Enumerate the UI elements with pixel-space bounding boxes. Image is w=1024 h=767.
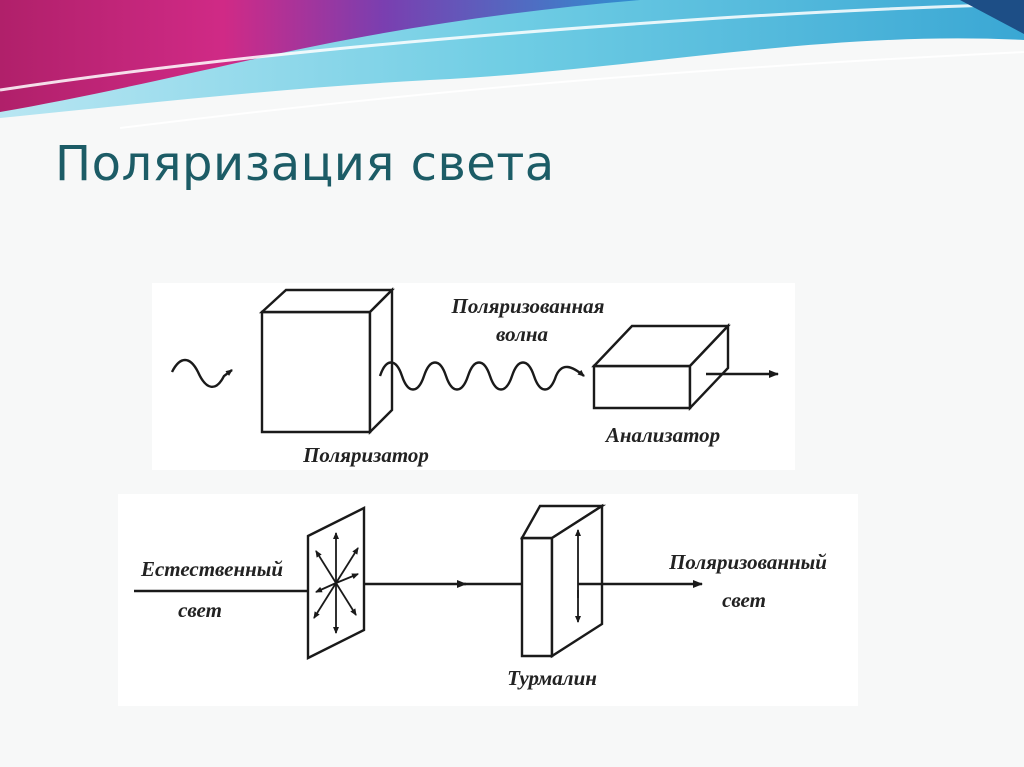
polarizer-label: Поляризатор	[302, 443, 429, 467]
decorative-banner	[0, 0, 1024, 130]
polarized-wave-label-line1: Поляризованная	[451, 294, 605, 318]
analyzer-block	[591, 322, 731, 412]
analyzer-label: Анализатор	[604, 423, 720, 447]
polarized-wave-label-line2: волна	[496, 322, 548, 346]
natural-light-label-line1: Естественный	[140, 557, 283, 581]
natural-light-label-line2: свет	[178, 598, 222, 622]
bottom-diagram-panel	[118, 494, 858, 706]
polarized-wave	[378, 361, 585, 391]
polarized-light-label-line2: свет	[722, 588, 766, 612]
slide-title: Поляризация света	[55, 136, 555, 192]
random-polarization-arrows	[313, 532, 359, 634]
polarized-light-label-line1: Поляризованный	[668, 550, 827, 574]
polarizer-block	[258, 287, 395, 435]
tourmaline-crystal	[519, 503, 607, 659]
tourmaline-label: Турмалин	[507, 666, 597, 690]
incoming-wave	[170, 358, 233, 388]
